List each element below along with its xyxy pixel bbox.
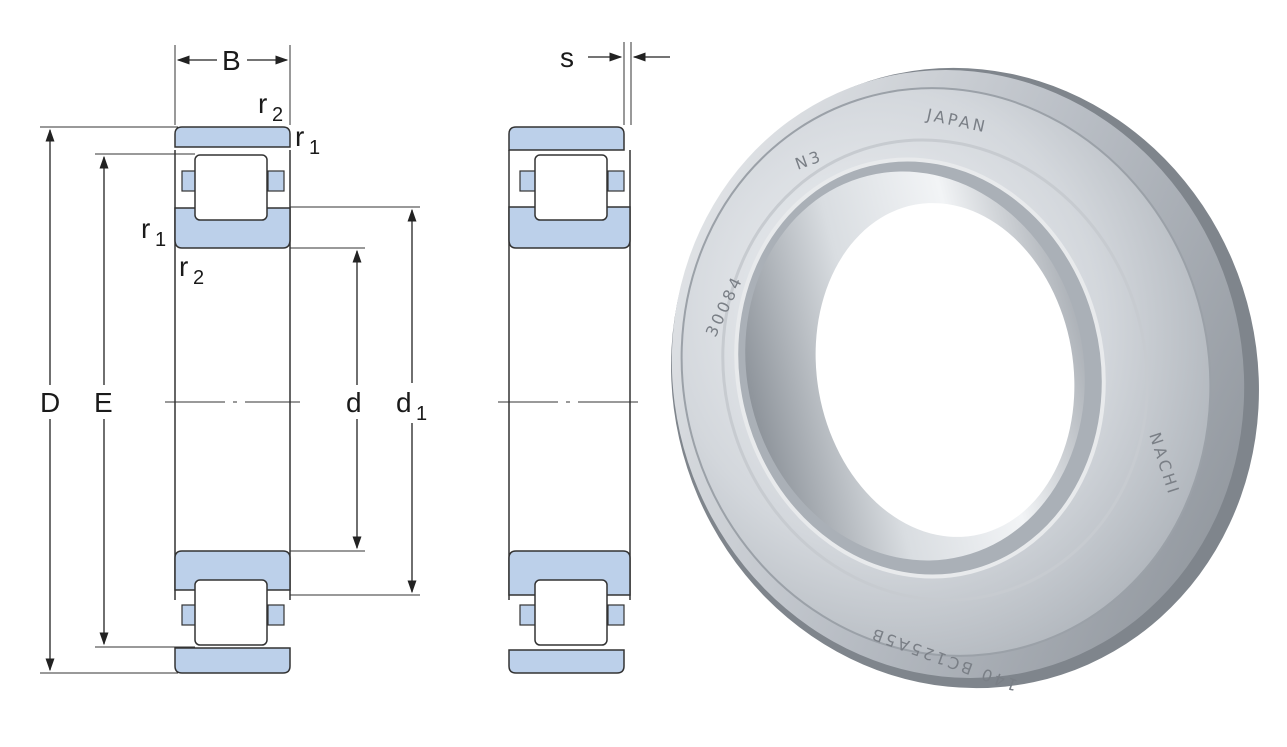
label-d1: d [396, 387, 412, 418]
label-d1-subscript: 1 [416, 403, 427, 425]
roller-top [194, 154, 268, 221]
bearing-bore-opening [815, 203, 1075, 537]
roller-bottom [194, 579, 268, 646]
cage-right-bottom [267, 604, 285, 626]
label-r2-mid: r [179, 251, 188, 282]
bearing-photo: JAPAN N3 NACHI 140 BC125A5B 30084 [671, 67, 1259, 695]
left-section-view [165, 126, 300, 674]
label-D: D [40, 387, 60, 418]
dimension-labels: D E d d 1 B s r 2 r 1 r 1 r 2 [40, 42, 574, 425]
middle-section-view [498, 126, 640, 674]
label-backgrounds [36, 44, 431, 423]
mid-outer-ring-top [508, 126, 625, 151]
label-r2-mid-subscript: 2 [193, 267, 204, 289]
label-r1-mid-subscript: 1 [155, 229, 166, 251]
mid-roller-top [534, 154, 608, 221]
cage-right-top [267, 170, 285, 192]
label-d: d [346, 387, 362, 418]
label-r1-mid: r [141, 213, 150, 244]
mid-outer-ring-bottom [508, 649, 625, 674]
label-B: B [222, 45, 241, 76]
extension-lines [40, 42, 632, 674]
label-s: s [560, 42, 574, 73]
label-r2-top-subscript: 2 [272, 104, 283, 126]
mid-roller-bottom [534, 579, 608, 646]
label-r1-top: r [295, 121, 304, 152]
label-r1-top-subscript: 1 [309, 137, 320, 159]
label-r2-top: r [258, 88, 267, 119]
outer-ring-bottom [174, 647, 291, 674]
outer-ring-top [174, 126, 291, 148]
label-E: E [94, 387, 113, 418]
